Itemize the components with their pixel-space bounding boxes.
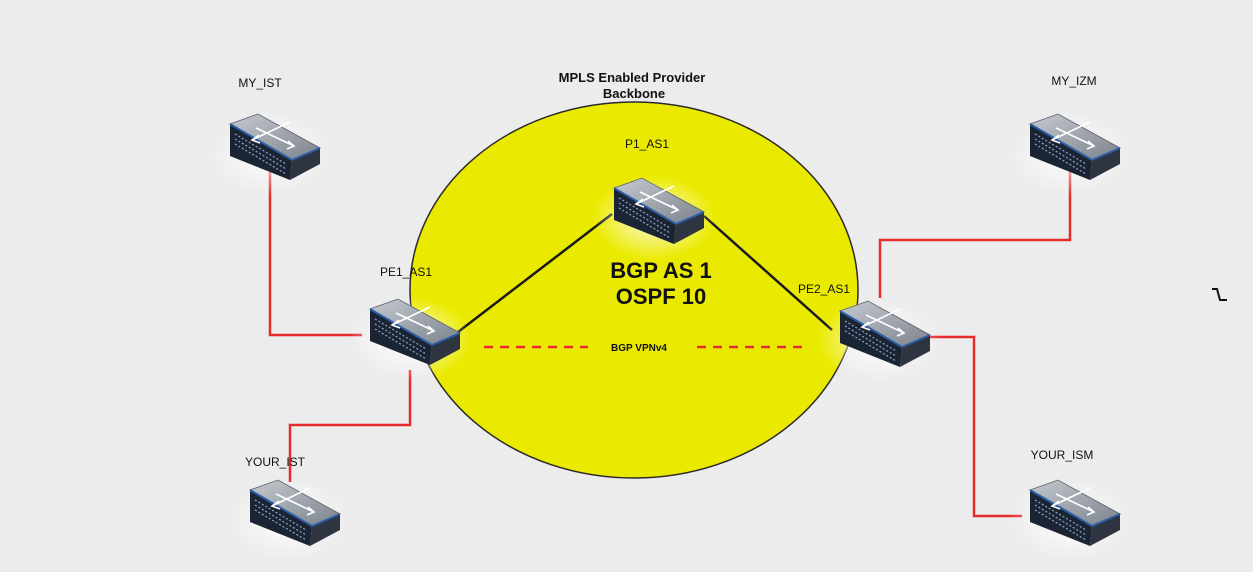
backbone-title-line2: Backbone (603, 86, 665, 101)
router-switch-icon (347, 296, 473, 382)
label-p1: P1_AS1 (625, 137, 669, 151)
label-pe1: PE1_AS1 (380, 265, 432, 279)
router-switch-icon (1007, 477, 1133, 563)
router-switch-icon (591, 175, 717, 261)
bgp-vpnv4-label: BGP VPNv4 (611, 343, 667, 354)
router-switch-icon (207, 111, 333, 197)
protocol-line2: OSPF 10 (616, 284, 706, 309)
link-pe1-your-ist (288, 370, 412, 482)
link-my-ist-pe1 (268, 172, 362, 337)
links (268, 172, 1072, 518)
backbone-title-line1: MPLS Enabled Provider (559, 70, 706, 85)
router-switch-icon (227, 477, 353, 563)
router-your-ism[interactable] (1007, 477, 1133, 563)
link-pe2-my-izm (878, 172, 1072, 298)
router-p1[interactable] (591, 175, 717, 261)
router-your-ist[interactable] (227, 477, 353, 563)
router-my-ist[interactable] (207, 111, 333, 197)
link-pe1-p1 (457, 213, 613, 333)
router-pe2[interactable] (817, 298, 943, 384)
label-your-ism: YOUR_ISM (1031, 448, 1094, 462)
label-pe2: PE2_AS1 (798, 282, 850, 296)
mpls-backbone-area (409, 101, 859, 479)
protocol-line1: BGP AS 1 (610, 258, 711, 283)
router-switch-icon (1007, 111, 1133, 197)
link-pe2-your-ism (928, 335, 1022, 518)
router-pe1[interactable] (347, 296, 473, 382)
label-my-ist: MY_IST (238, 76, 282, 90)
label-my-izm: MY_IZM (1051, 74, 1096, 88)
label-your-ist: YOUR_IST (245, 455, 306, 469)
tilde-icon (1212, 288, 1227, 301)
link-p1-pe2 (703, 215, 833, 331)
router-my-izm[interactable] (1007, 111, 1133, 197)
router-switch-icon (817, 298, 943, 384)
